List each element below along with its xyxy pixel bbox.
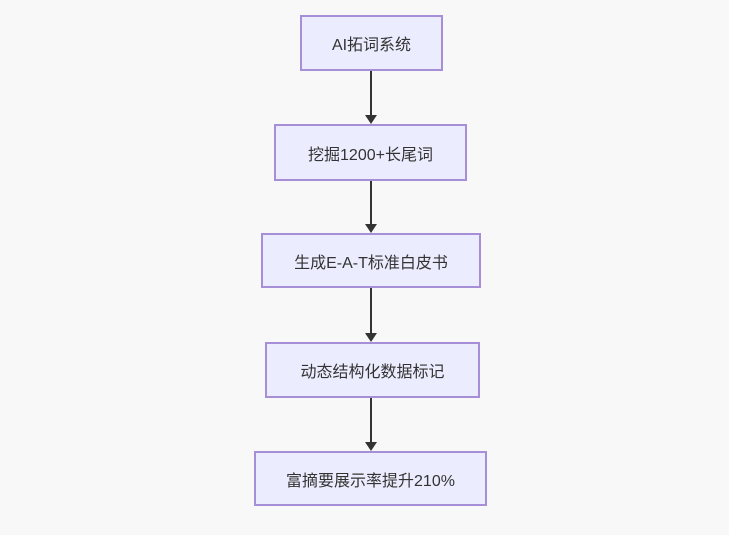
arrowhead-down-icon: [365, 224, 377, 233]
flow-node-longtail-mining: 挖掘1200+长尾词: [274, 124, 467, 181]
flow-node-rich-snippet-result: 富摘要展示率提升210%: [254, 451, 487, 506]
flow-arrow-line-1: [370, 71, 372, 116]
flow-node-eat-whitepaper: 生成E-A-T标准白皮书: [261, 233, 481, 288]
arrowhead-down-icon: [365, 333, 377, 342]
arrowhead-down-icon: [365, 115, 377, 124]
flow-node-structured-data-markup: 动态结构化数据标记: [265, 342, 480, 398]
flow-node-ai-keyword-system: AI拓词系统: [300, 15, 443, 71]
arrowhead-down-icon: [365, 442, 377, 451]
flow-arrow-line-2: [370, 181, 372, 225]
flow-arrow-line-4: [370, 398, 372, 443]
flow-arrow-line-3: [370, 288, 372, 333]
